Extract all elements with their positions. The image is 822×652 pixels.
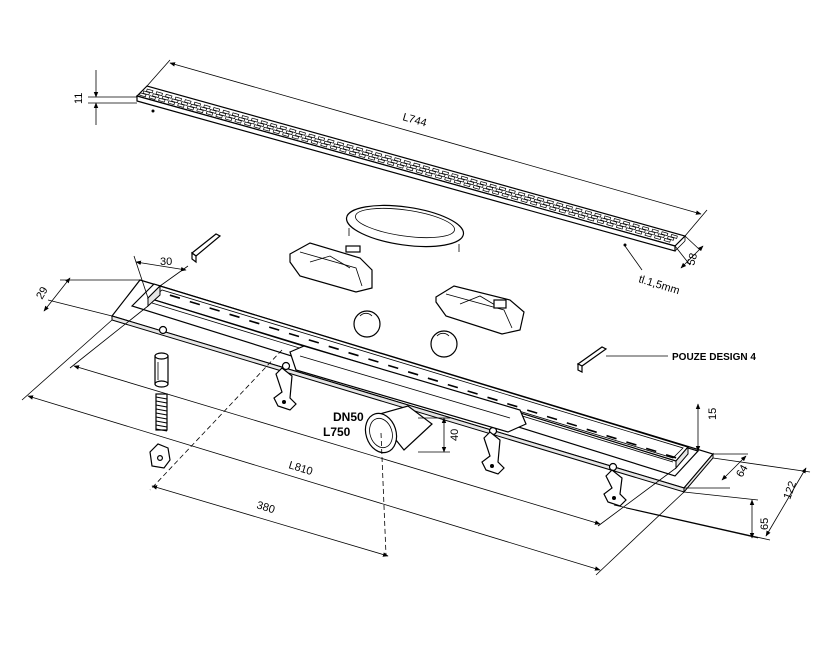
outlet-labels: DN50 L750 [323,410,364,439]
dim-channel-depth: 15 [695,403,719,452]
grate-screw-hole [623,243,627,247]
label-design-note: POUZE DESIGN 4 [672,352,756,363]
dim-grate-length: L744 [146,59,708,237]
dim-label-foot-height: 65 [759,518,771,530]
dim-flange-width: 29 [34,277,140,317]
flange-hole [281,361,291,371]
dim-label-outlet-height: 40 [449,429,461,441]
dim-grate-height: 11 [73,70,137,125]
dim-label-grate-width: 58 [685,252,700,267]
dim-inner-length [69,305,677,527]
seal-ball [430,330,458,358]
flange-hole [608,462,618,472]
dim-grate-width: 58 [674,235,704,269]
dim-outlet-offset: 380 [149,349,389,557]
channel-body [110,279,715,494]
seal-ball [353,310,381,338]
leader-grate-thickness: tl.1,5mm [624,245,681,297]
grate-clip-right [576,346,608,373]
dim-foot-height: 65 [625,491,771,539]
dim-channel-width: 64 [684,453,751,489]
outlet-pipe [364,405,433,454]
dim-label-grate-height: 11 [73,93,85,104]
grate-clip-left [191,233,222,264]
label-outlet-diameter: DN50 [333,410,364,424]
foot-parts-loose [149,352,171,469]
siphon-insert-right [435,285,525,335]
label-inner-length: L750 [323,425,351,439]
grate-screw-hole [151,109,155,113]
dim-label-grate-length: L744 [401,111,428,129]
odour-trap-cover [345,204,465,252]
siphon-insert-left [289,242,373,293]
dim-label-channel-depth: 15 [707,408,719,420]
dim-label-flange-width: 29 [34,285,51,302]
label-grate-thickness: tl.1,5mm [637,273,681,297]
dim-label-channel-width: 64 [734,463,751,480]
leader-design-note: POUZE DESIGN 4 [606,352,756,363]
dim-label-overall-width: 122 [782,480,800,501]
dim-label-flange-offset: 30 [160,256,172,268]
dim-label-channel-length: L810 [287,459,314,478]
dim-flange-offset: 30 [133,255,189,299]
flange-hole [158,325,168,335]
dim-label-outlet-offset: 380 [255,499,276,516]
